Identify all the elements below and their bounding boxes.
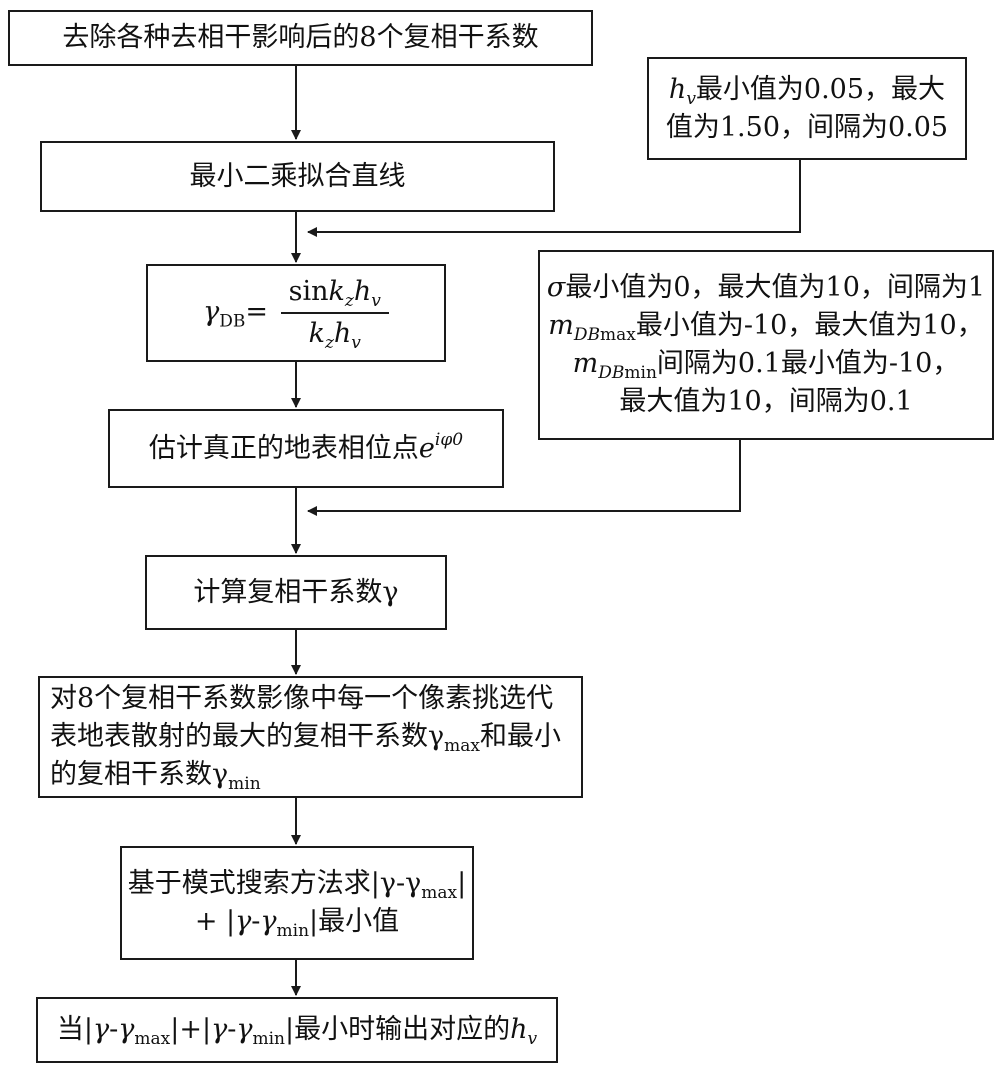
fraction: sinkzhv kzhv: [280, 275, 389, 353]
arrow-sigma-merge: [307, 440, 741, 516]
step-1-text: 去除各种去相干影响后的8个复相干系数: [62, 22, 539, 53]
arrow-hv-merge: [307, 160, 801, 237]
sigma-mdb-parameter-text: σ最小值为0，最大值为10，间隔为1 mDBmax最小值为-10，最大值为10，…: [546, 272, 986, 417]
gamma-db-formula: γDB= sinkzhv kzhv: [203, 275, 389, 353]
hv-parameter-text: hv最小值为0.05，最大 值为1.50，间隔为0.05: [665, 73, 949, 143]
hv-parameter-box: hv最小值为0.05，最大 值为1.50，间隔为0.05: [647, 57, 967, 160]
step-4-text: 估计真正的地表相位点eiφ0: [148, 429, 464, 464]
step-6-box: 对8个复相干系数影像中每一个像素挑选代 表地表散射的最大的复相干系数γmax和最…: [38, 676, 583, 798]
step-8-box: 当|γ-γmax|+|γ-γmin|最小时输出对应的hv: [36, 997, 558, 1063]
step-2-box: 最小二乘拟合直线: [40, 141, 555, 212]
step-8-text: 当|γ-γmax|+|γ-γmin|最小时输出对应的hv: [56, 1014, 538, 1049]
step-1-box: 去除各种去相干影响后的8个复相干系数: [8, 10, 593, 66]
step-3-formula-box: γDB= sinkzhv kzhv: [146, 264, 446, 362]
step-5-box: 计算复相干系数γ: [145, 555, 447, 630]
step-7-box: 基于模式搜索方法求|γ-γmax| + |γ-γmin|最小值: [120, 846, 474, 960]
step-6-text: 对8个复相干系数影像中每一个像素挑选代 表地表散射的最大的复相干系数γmax和最…: [50, 683, 561, 794]
step-5-text: 计算复相干系数γ: [193, 576, 399, 608]
step-7-text: 基于模式搜索方法求|γ-γmax| + |γ-γmin|最小值: [127, 868, 467, 941]
step-4-box: 估计真正的地表相位点eiφ0: [108, 409, 504, 488]
step-2-text: 最小二乘拟合直线: [189, 160, 406, 192]
fraction-denominator: kzhv: [308, 318, 361, 353]
fraction-numerator: sinkzhv: [280, 275, 389, 314]
sigma-mdb-parameter-box: σ最小值为0，最大值为10，间隔为1 mDBmax最小值为-10，最大值为10，…: [538, 250, 994, 440]
